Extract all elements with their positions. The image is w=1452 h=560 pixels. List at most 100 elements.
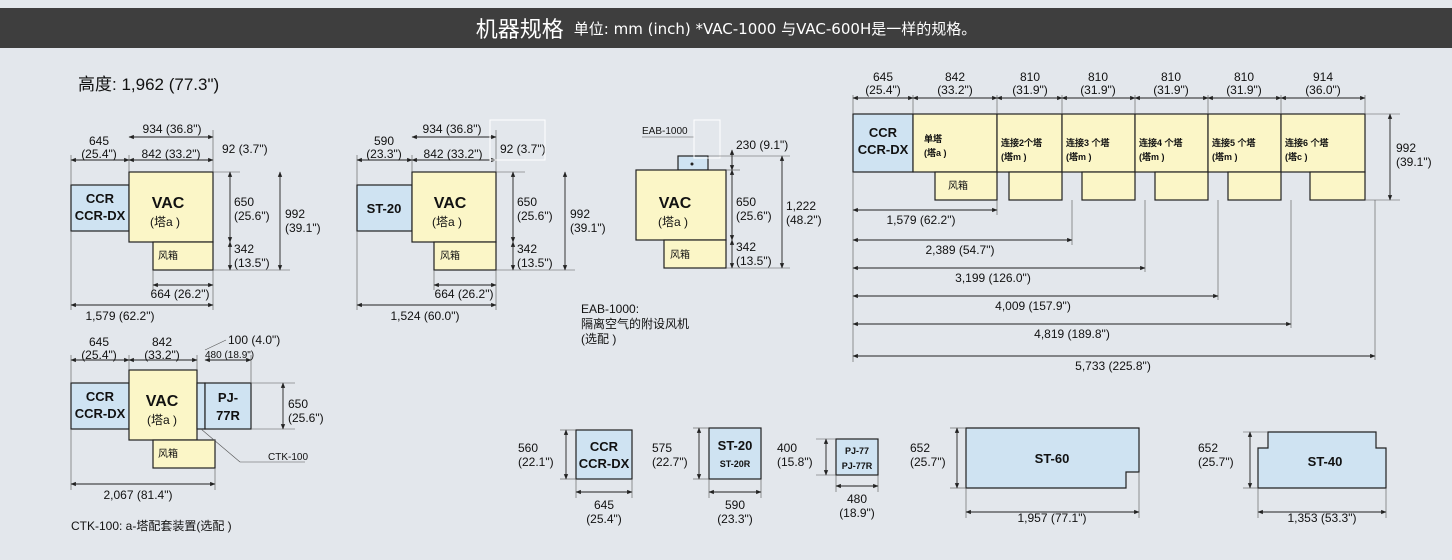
dim-100: 100 (4.0") (228, 333, 280, 347)
dim-934-2: 934 (36.8") (423, 122, 482, 136)
header-subtitle: 单位: mm (inch) *VAC-1000 与VAC-600H是一样的规格。 (573, 19, 977, 38)
ccr-label-4: CCR (86, 389, 115, 404)
pj-label: PJ- (218, 390, 238, 405)
st20-footprint-box (708, 427, 762, 480)
st60-fp-label: ST-60 (1035, 451, 1070, 466)
dim-342-in-3: (13.5") (736, 254, 772, 268)
header-title: 机器规格 (475, 18, 564, 43)
vac-label-2: VAC (434, 195, 467, 212)
ccr-box-4 (70, 382, 130, 430)
ccr-label: CCR (86, 191, 115, 206)
dim5-842: 842 (945, 70, 965, 84)
single-tower-box (912, 113, 998, 173)
fan-label-3: 风箱 (670, 248, 690, 261)
dim-230: 230 (9.1") (736, 138, 788, 152)
tower-a-label-4: (塔a ) (147, 413, 177, 427)
dim-992-in: (39.1") (285, 221, 321, 235)
tower-2-label: 连接2个塔 (1001, 137, 1043, 148)
fp-652-a: 652 (910, 441, 930, 455)
ccr-footprint-box (575, 429, 633, 480)
dim-650-4: 650 (288, 397, 308, 411)
ccr-dx-label: CCR-DX (75, 208, 126, 223)
dim-650-in: (25.6") (234, 209, 270, 223)
dim5-645-in: (25.4") (865, 83, 901, 97)
ctk-note: CTK-100: a-塔配套装置(选配 ) (71, 519, 232, 533)
tower-4-sub: (塔m ) (1139, 151, 1165, 162)
dim5-810-b-in: (31.9") (1080, 83, 1116, 97)
tower-5-fan (1227, 171, 1282, 201)
layout-ccr-vac-pj: CCR CCR-DX VAC (塔a ) PJ- 77R 风箱 645 (25.… (70, 333, 324, 533)
tower-6-label: 连接6 个塔 (1285, 137, 1330, 148)
eab-note-desc: 隔离空气的附设风机 (581, 316, 689, 331)
dim5-645: 645 (873, 70, 893, 84)
dim-1524: 1,524 (60.0") (391, 309, 460, 323)
ccr-dx-fp-label: CCR-DX (579, 456, 630, 471)
fan-label-4: 风箱 (158, 447, 178, 460)
dim-992-2: 992 (570, 207, 590, 221)
tower-a-label: (塔a ) (150, 215, 180, 229)
dim-1222: 1,222 (786, 199, 816, 213)
dim5-3199: 3,199 (126.0") (955, 271, 1031, 285)
pj77r-fp-label: PJ-77R (842, 461, 873, 471)
fan-label-5: 风箱 (948, 179, 968, 192)
pj77-fp-label: PJ-77 (845, 446, 869, 456)
st20r-fp-label: ST-20R (720, 459, 751, 469)
dim-842-4: 842 (152, 335, 172, 349)
dim5-810-c: 810 (1161, 70, 1181, 84)
spec-header: 机器规格 单位: mm (inch) *VAC-1000 与VAC-600H是一… (0, 8, 1452, 48)
dim-2067: 2,067 (81.4") (104, 488, 173, 502)
dim5-810-c-in: (31.9") (1153, 83, 1189, 97)
dim5-810-d-in: (31.9") (1226, 83, 1262, 97)
dim-934: 934 (36.8") (143, 122, 202, 136)
single-tower-label: 单塔 (924, 133, 943, 144)
vac-label: VAC (152, 195, 185, 212)
dim5-992: 992 (1396, 141, 1416, 155)
dim-645-in-4: (25.4") (81, 348, 117, 362)
footprint-ccr: CCR CCR-DX 560 (22.1") 645 (25.4") (518, 429, 633, 526)
dim-590: 590 (374, 134, 394, 148)
dim-645-4: 645 (89, 335, 109, 349)
dim-92-2: 92 (3.7") (500, 142, 546, 156)
height-label: 高度: 1,962 (77.3") (78, 75, 219, 94)
fp-590-in: (23.3") (717, 512, 753, 526)
fan-box-3 (663, 239, 727, 269)
st40-fp-label: ST-40 (1308, 454, 1343, 469)
ctk-tag: CTK-100 (268, 452, 308, 463)
dim-92: 92 (3.7") (222, 142, 268, 156)
footprint-st60: ST-60 652 (25.7") 1,957 (77.1") (910, 427, 1140, 525)
dim-650-in-2: (25.6") (517, 209, 553, 223)
dim-842-2: 842 (33.2") (424, 147, 483, 161)
dim5-810-d: 810 (1234, 70, 1254, 84)
ccr-label-5: CCR (869, 125, 898, 140)
fp-645-in: (25.4") (586, 512, 622, 526)
dim5-914-in: (36.0") (1305, 83, 1341, 97)
dim5-4009: 4,009 (157.9") (995, 299, 1071, 313)
dim-650: 650 (234, 195, 254, 209)
dim-1579: 1,579 (62.2") (86, 309, 155, 323)
dim5-810-a: 810 (1020, 70, 1040, 84)
dim-664-2: 664 (26.2") (435, 287, 494, 301)
st20-box (356, 184, 413, 232)
tower-6-sub: (塔c ) (1285, 151, 1308, 162)
dim-342-3: 342 (736, 240, 756, 254)
dim5-4819: 4,819 (189.8") (1034, 327, 1110, 341)
fp-652-a-in: (25.7") (910, 455, 946, 469)
vac-label-3: VAC (659, 195, 692, 212)
tower-3-label: 连接3 个塔 (1066, 137, 1111, 148)
layout-multi-tower: CCR CCR-DX 单塔 (塔a ) 风箱 连接2个塔 (塔m ) 连接3 个… (852, 70, 1432, 373)
fan-box-4 (152, 439, 216, 469)
st20-label: ST-20 (367, 201, 402, 216)
dim-1222-in: (48.2") (786, 213, 822, 227)
fp-652-b: 652 (1198, 441, 1218, 455)
fan-label-2: 风箱 (440, 249, 460, 262)
dim-842-in-4: (33.2") (144, 348, 180, 362)
dim-650-in-3: (25.6") (736, 209, 772, 223)
fp-645: 645 (594, 498, 614, 512)
ctk-box (196, 382, 206, 430)
tower-4-label: 连接4 个塔 (1139, 137, 1184, 148)
dim5-5733: 5,733 (225.8") (1075, 359, 1151, 373)
fp-575: 575 (652, 441, 672, 455)
footprint-st20: ST-20 ST-20R 575 (22.7") 590 (23.3") (652, 427, 762, 526)
dim-342-in-2: (13.5") (517, 256, 553, 270)
